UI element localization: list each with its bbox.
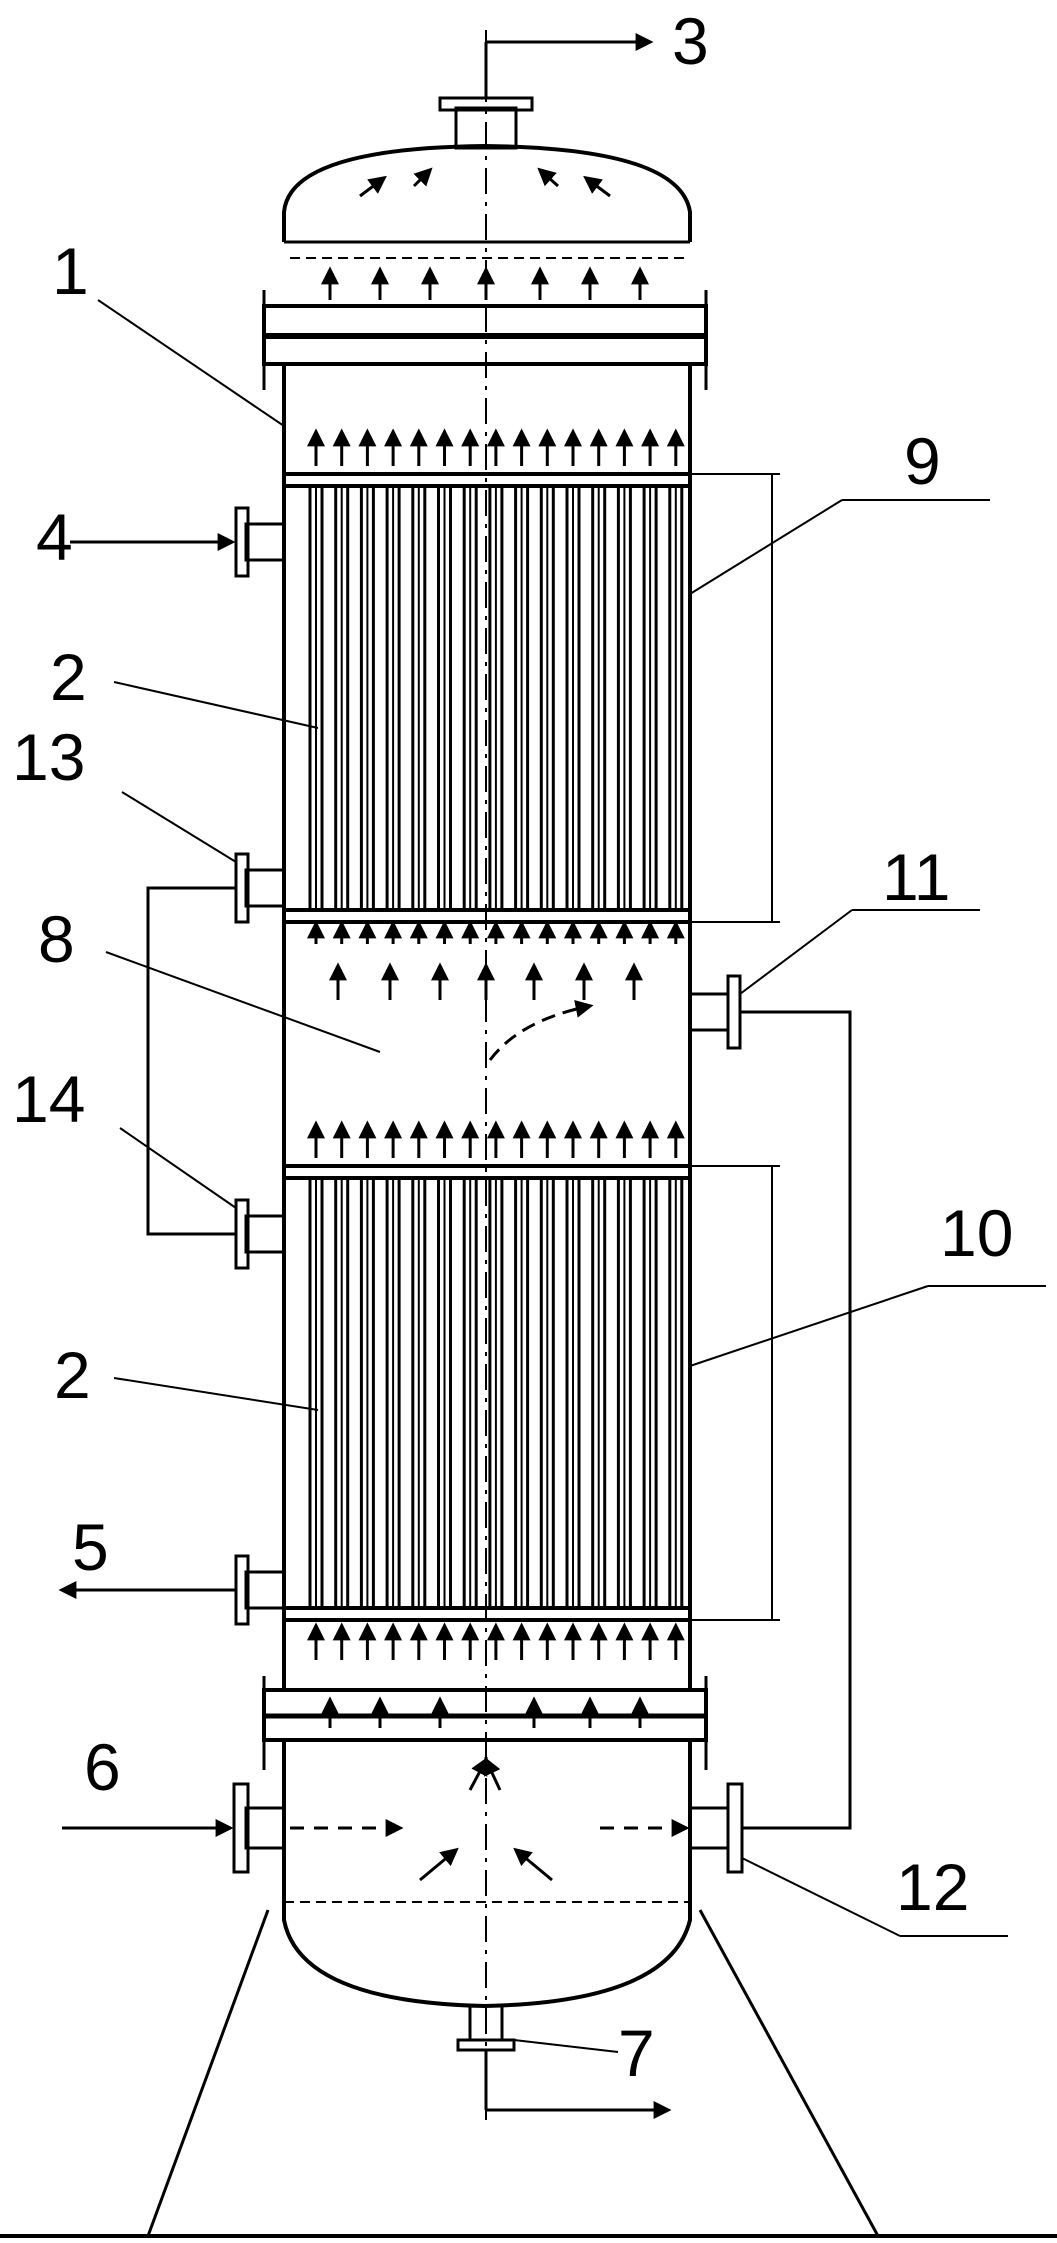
leader-lines <box>97 299 1046 2053</box>
flow-arrow-bottom <box>468 1756 488 1791</box>
label-13: 13 <box>12 720 85 794</box>
upper-tubes <box>308 484 684 912</box>
label-5: 5 <box>72 1510 109 1584</box>
leader-8 <box>105 951 381 1053</box>
nozzle-13-stub <box>244 868 286 908</box>
lower-tube-bundle <box>282 1164 780 1622</box>
label-2-upper: 2 <box>50 640 87 714</box>
flow-arrow-bottom <box>419 1847 459 1882</box>
flow-arrow-dome <box>583 175 611 198</box>
leader-10 <box>689 1285 929 1367</box>
label-12: 12 <box>896 1850 969 1924</box>
loop-12-11 <box>740 1010 852 1830</box>
nozzle-12-stub <box>688 1806 730 1850</box>
label-3: 3 <box>672 4 709 78</box>
leader-9 <box>689 499 843 595</box>
flow-arrow-dome <box>359 175 387 198</box>
label-2-lower: 2 <box>54 1338 91 1412</box>
label-7: 7 <box>618 2016 655 2090</box>
nozzle-4-stub <box>244 522 286 562</box>
lower-top-tubesheet <box>282 1164 692 1180</box>
flow-arrows <box>290 167 690 1882</box>
part-labels: 1 2 2 3 4 5 6 7 8 9 10 11 12 13 14 <box>12 4 1013 2090</box>
label-9: 9 <box>904 424 941 498</box>
leader-2b <box>113 1377 319 1411</box>
flow-arrow-dome <box>412 167 433 188</box>
lower-tubes <box>308 1176 684 1610</box>
nozzle-14-stub <box>244 1214 286 1254</box>
side-nozzles <box>58 506 852 1874</box>
nozzle-4-flange <box>234 506 250 578</box>
leader-2a <box>113 681 319 729</box>
nozzle-11-flange <box>726 974 742 1050</box>
leader-7 <box>513 2039 619 2053</box>
skirt-left <box>146 1909 270 2237</box>
nozzle-5-stub <box>244 1570 286 1610</box>
skirt-right <box>698 1909 880 2237</box>
leader-13 <box>121 791 237 863</box>
leader-12 <box>741 1857 901 1937</box>
flow-arrow-bottom <box>513 1847 553 1882</box>
flow-arrow-dome <box>537 167 559 188</box>
upper-tube-bundle <box>282 472 780 924</box>
leader-14 <box>119 1127 237 1209</box>
loop-13-14 <box>146 886 236 1236</box>
label-10: 10 <box>940 1196 1013 1270</box>
label-14: 14 <box>12 1062 85 1136</box>
nozzle-6-stub <box>244 1806 286 1850</box>
label-1: 1 <box>52 234 89 308</box>
ground-and-skirt <box>0 1909 1057 2238</box>
label-11: 11 <box>882 840 951 914</box>
leader-1 <box>97 299 285 427</box>
nozzle-12-flange <box>726 1782 744 1874</box>
flow-arrow-swirl <box>488 1000 594 1061</box>
label-8: 8 <box>38 902 75 976</box>
label-6: 6 <box>84 1730 121 1804</box>
leader-11 <box>739 909 853 995</box>
top-head <box>282 33 692 259</box>
flow-arrow-bottom <box>483 1756 502 1791</box>
upper-top-tubesheet <box>282 472 692 488</box>
nozzle-11-stub <box>688 992 730 1032</box>
label-4: 4 <box>36 500 73 574</box>
nozzle-6-flange <box>232 1782 250 1874</box>
